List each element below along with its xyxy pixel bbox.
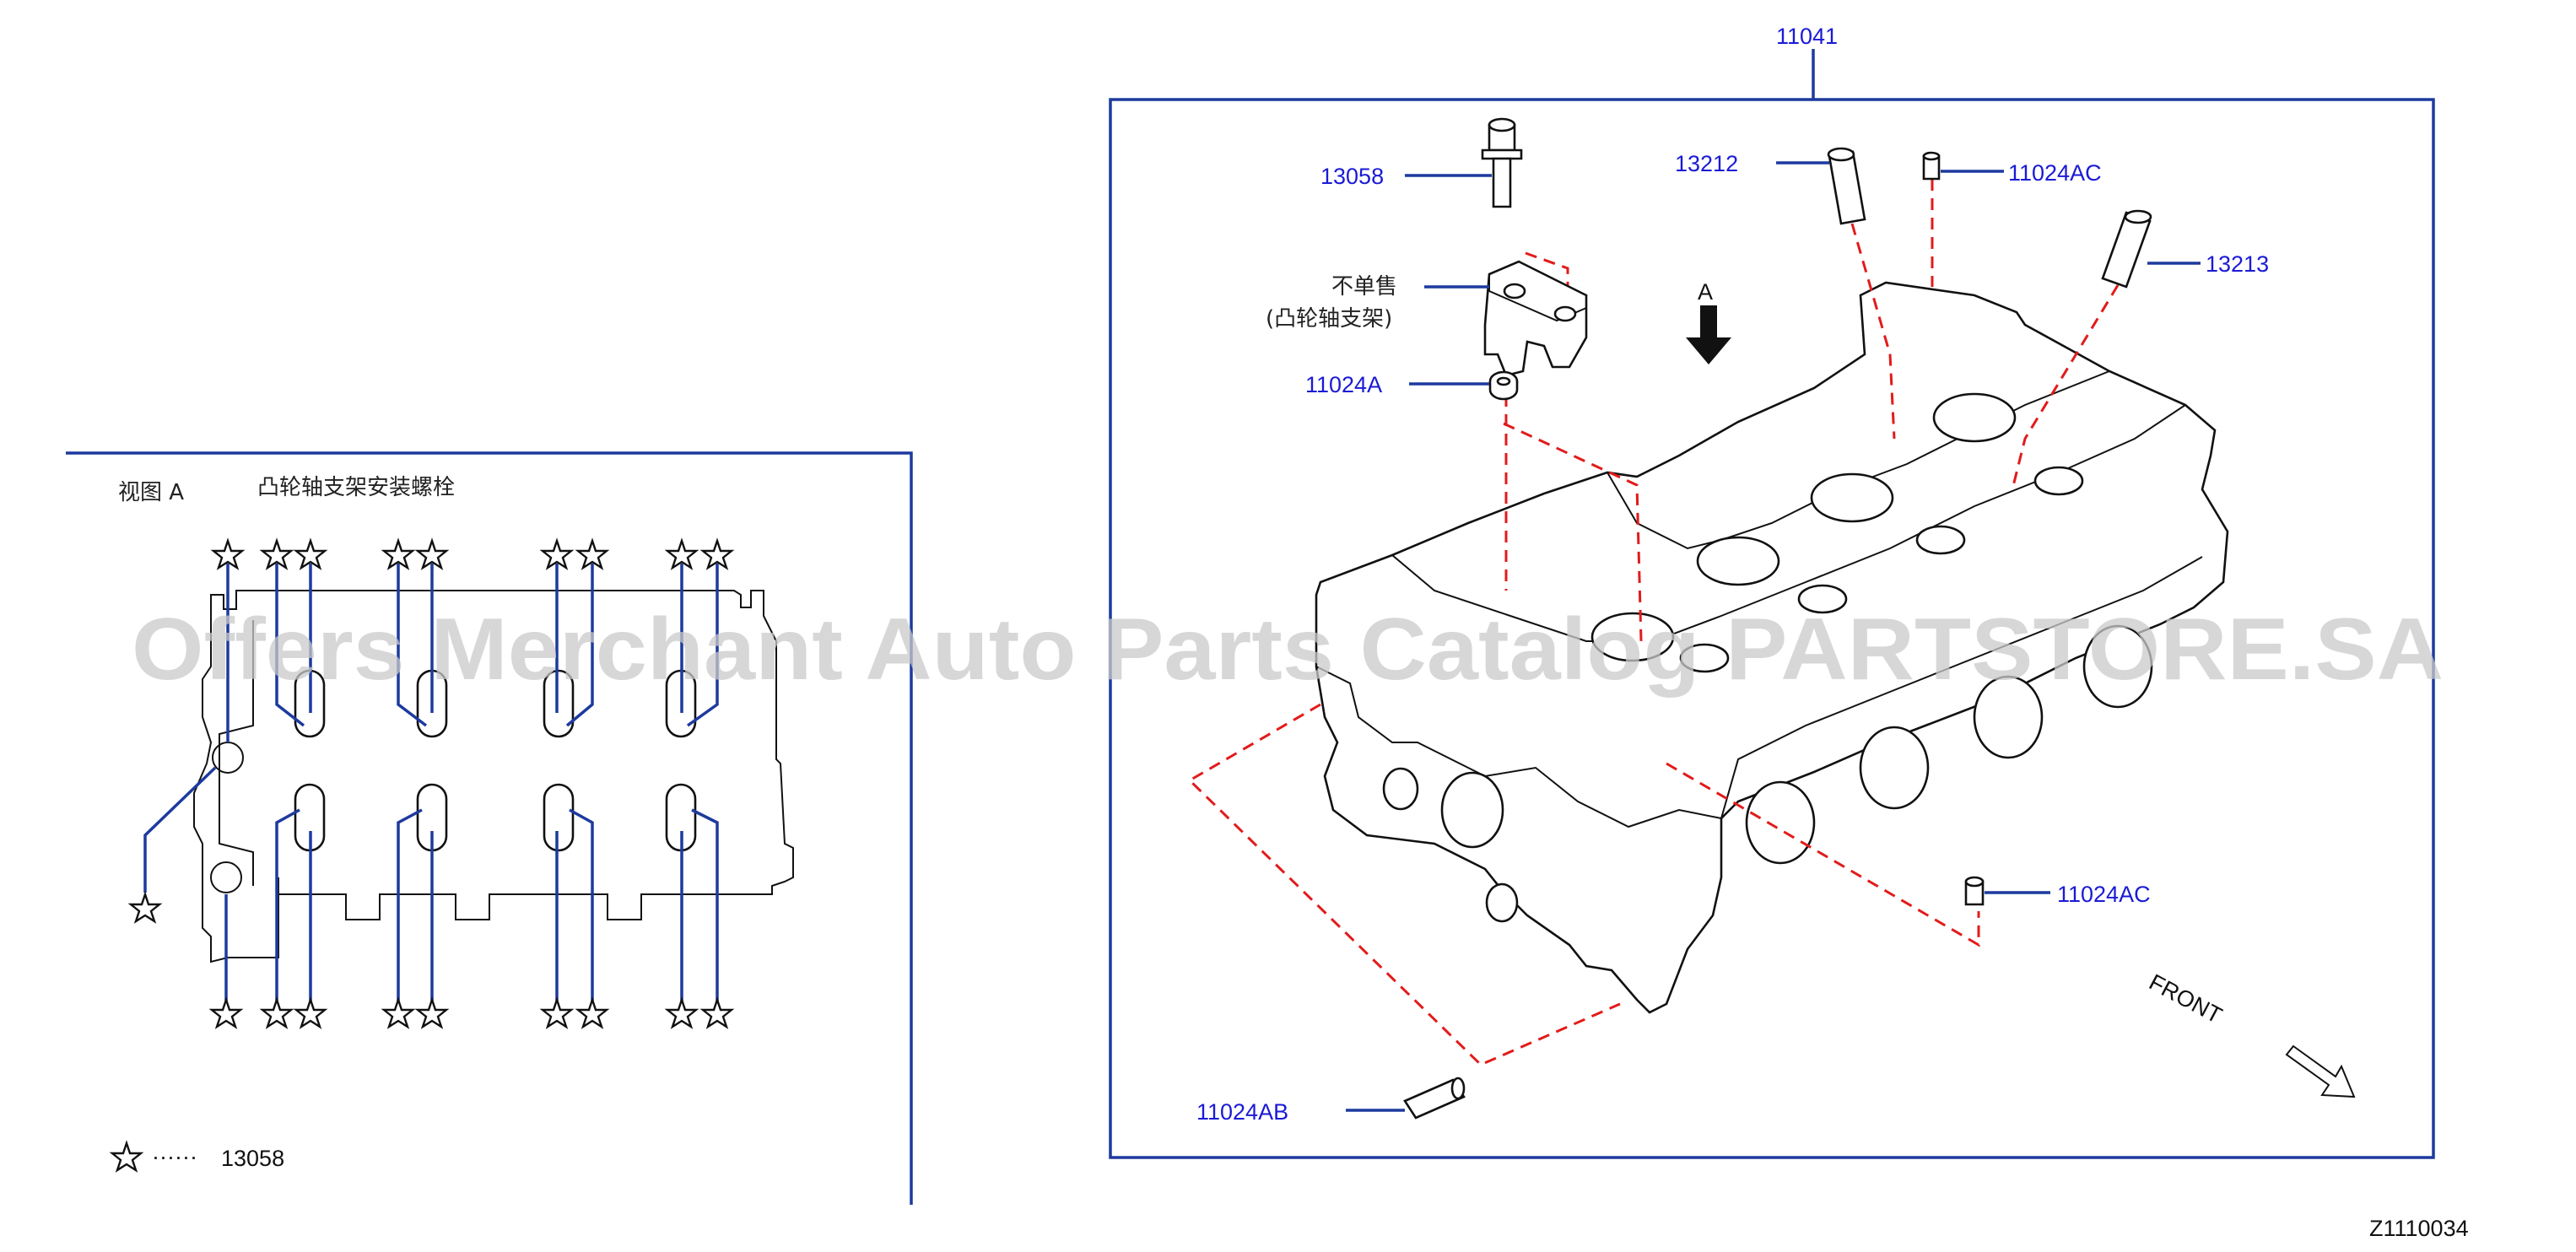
front-label: FRONT [2145, 969, 2226, 1028]
view-a-bolt-bosses [294, 669, 697, 852]
cylinder-head [1315, 281, 2229, 1014]
view-a-boss-upper [212, 742, 244, 774]
camshaft-journals [1590, 392, 2084, 673]
front-arrow-icon [2285, 1044, 2356, 1098]
pin-13212 [1827, 147, 1866, 225]
view-a-arrow: A [1686, 279, 1731, 364]
main-part-number: 11041 [1776, 24, 1838, 49]
watermark-text: Offers Merchant Auto Parts Catalog PARTS… [132, 601, 2444, 699]
view-a-panel: 视图 A 凸轮轴支架安装螺栓 [66, 451, 913, 1205]
pin-13213 [2101, 209, 2152, 289]
cylinder-head-lower-rail [1720, 556, 2203, 819]
washer-11024a [1488, 370, 1519, 401]
dowel-right-label: 11024AC [2057, 882, 2151, 907]
dowel-right [1964, 876, 1985, 906]
down-arrow-icon [1686, 305, 1731, 364]
view-a-leaders [143, 564, 719, 1008]
view-a-arrow-label: A [1698, 279, 1713, 305]
view-a-title: 视图 A [118, 480, 184, 505]
dowel-bottom [1403, 1077, 1466, 1120]
washer-label: 11024A [1305, 372, 1382, 397]
dowel-bottom-label: 11024AB [1196, 1099, 1288, 1125]
bolt-label: 13058 [1320, 164, 1384, 189]
front-indicator: FRONT [2145, 969, 2356, 1098]
spark-plug-wells [1382, 624, 2153, 923]
diagram-code: Z1110034 [2369, 1216, 2469, 1241]
main-exploded-view: 11041 [1109, 24, 2435, 1159]
view-a-subtitle: 凸轮轴支架安装螺栓 [257, 475, 455, 500]
view-a-inner-line [219, 620, 279, 894]
legend-dots: ······ [152, 1144, 197, 1169]
legend-part-number: 13058 [221, 1146, 284, 1171]
install-lines [1187, 179, 2120, 1066]
view-a-boss-lower [210, 861, 242, 893]
bolt-13058 [1481, 117, 1523, 208]
legend-star-icon [109, 1140, 144, 1173]
pin-13212-label: 13212 [1675, 151, 1738, 176]
main-frame [1109, 98, 2435, 1159]
not-sold-label: 不单售 [1331, 274, 1397, 300]
view-a-frame [66, 451, 913, 1205]
not-sold-desc: (凸轮轴支架) [1266, 306, 1392, 332]
camshaft-bracket [1483, 260, 1588, 377]
cylinder-head-outline [1315, 281, 2229, 1014]
cylinder-head-inner-rail [1391, 404, 2186, 642]
dowel-top [1922, 151, 1941, 181]
dowel-top-label: 11024AC [2008, 160, 2102, 186]
view-a-bolt-stars [127, 537, 735, 1029]
view-a-head-outline [193, 590, 794, 963]
pin-13213-label: 13213 [2206, 251, 2269, 277]
